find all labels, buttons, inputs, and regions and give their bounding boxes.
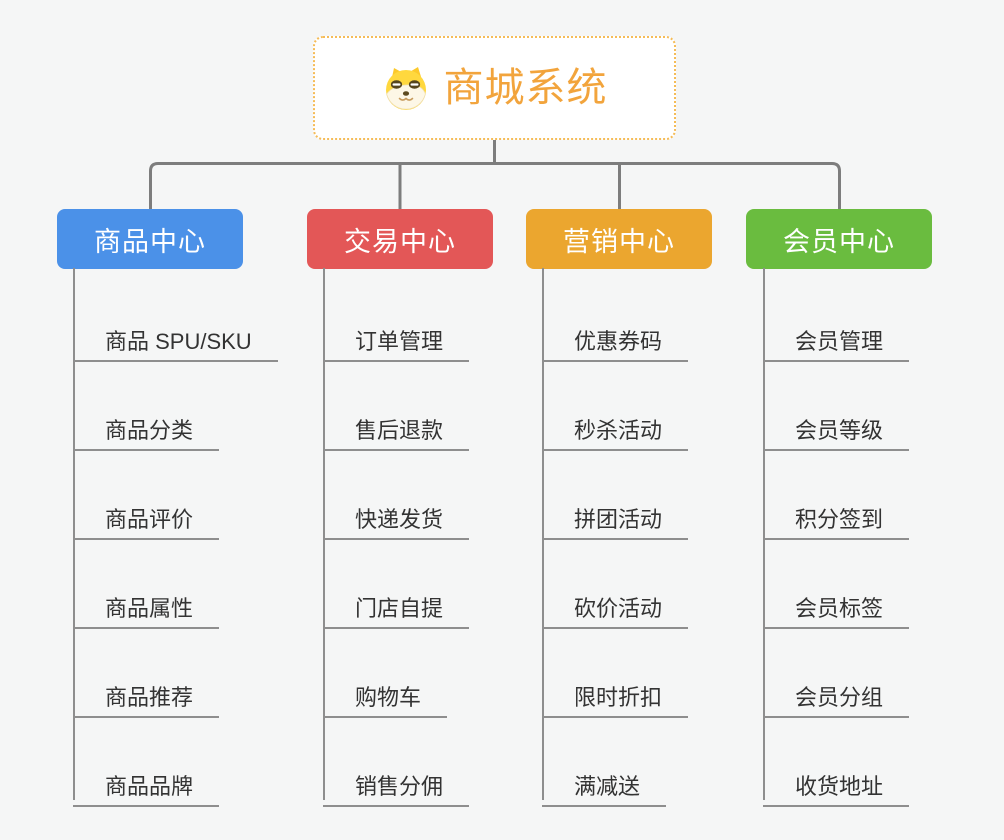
leaf-item[interactable]: 会员等级 [763,402,910,451]
root-title: 商城系统 [443,66,608,110]
branch-node-marketing-center[interactable]: 营销中心 [526,209,712,269]
leaf-item[interactable]: 快递发货 [323,491,470,540]
branch-node-member-center[interactable]: 会员中心 [746,209,932,269]
branch-label: 营销中心 [563,226,675,257]
leaf-item[interactable]: 拼团活动 [542,491,689,540]
root-node[interactable]: 商城系统 [313,36,676,140]
leaf-item[interactable]: 限时折扣 [542,669,689,718]
leaf-column-marketing-center: 优惠券码 秒杀活动 拼团活动 砍价活动 限时折扣 满减送 [542,268,782,807]
leaf-column-trade-center: 订单管理 售后退款 快递发货 门店自提 购物车 销售分佣 [323,268,563,807]
leaf-item[interactable]: 积分签到 [763,491,910,540]
leaf-item[interactable]: 商品品牌 [73,758,220,807]
leaf-item[interactable]: 会员标签 [763,580,910,629]
main-branch-line [149,162,841,211]
shiba-dog-icon [385,67,426,110]
leaf-item[interactable]: 门店自提 [323,580,470,629]
leaf-item[interactable]: 销售分佣 [323,758,470,807]
leaf-item[interactable]: 商品评价 [73,491,220,540]
branch-label: 会员中心 [783,226,895,257]
leaf-item[interactable]: 购物车 [323,669,448,718]
leaf-item[interactable]: 满减送 [542,758,667,807]
leaf-column-product-center: 商品 SPU/SKU 商品分类 商品评价 商品属性 商品推荐 商品品牌 [73,268,313,807]
leaf-item[interactable]: 收货地址 [763,758,910,807]
leaf-item[interactable]: 砍价活动 [542,580,689,629]
branch-node-product-center[interactable]: 商品中心 [57,209,243,269]
leaf-column-member-center: 会员管理 会员等级 积分签到 会员标签 会员分组 收货地址 [763,268,1003,807]
leaf-item[interactable]: 订单管理 [323,313,470,362]
leaf-item[interactable]: 商品 SPU/SKU [73,313,278,362]
leaf-item[interactable]: 秒杀活动 [542,402,689,451]
leaf-item[interactable]: 会员分组 [763,669,910,718]
branch-node-trade-center[interactable]: 交易中心 [307,209,493,269]
branch-label: 交易中心 [344,226,456,257]
leaf-item[interactable]: 商品推荐 [73,669,220,718]
leaf-item[interactable]: 售后退款 [323,402,470,451]
leaf-item[interactable]: 商品属性 [73,580,220,629]
branch-label: 商品中心 [94,226,206,257]
leaf-item[interactable]: 优惠券码 [542,313,689,362]
leaf-item[interactable]: 商品分类 [73,402,220,451]
leaf-item[interactable]: 会员管理 [763,313,910,362]
